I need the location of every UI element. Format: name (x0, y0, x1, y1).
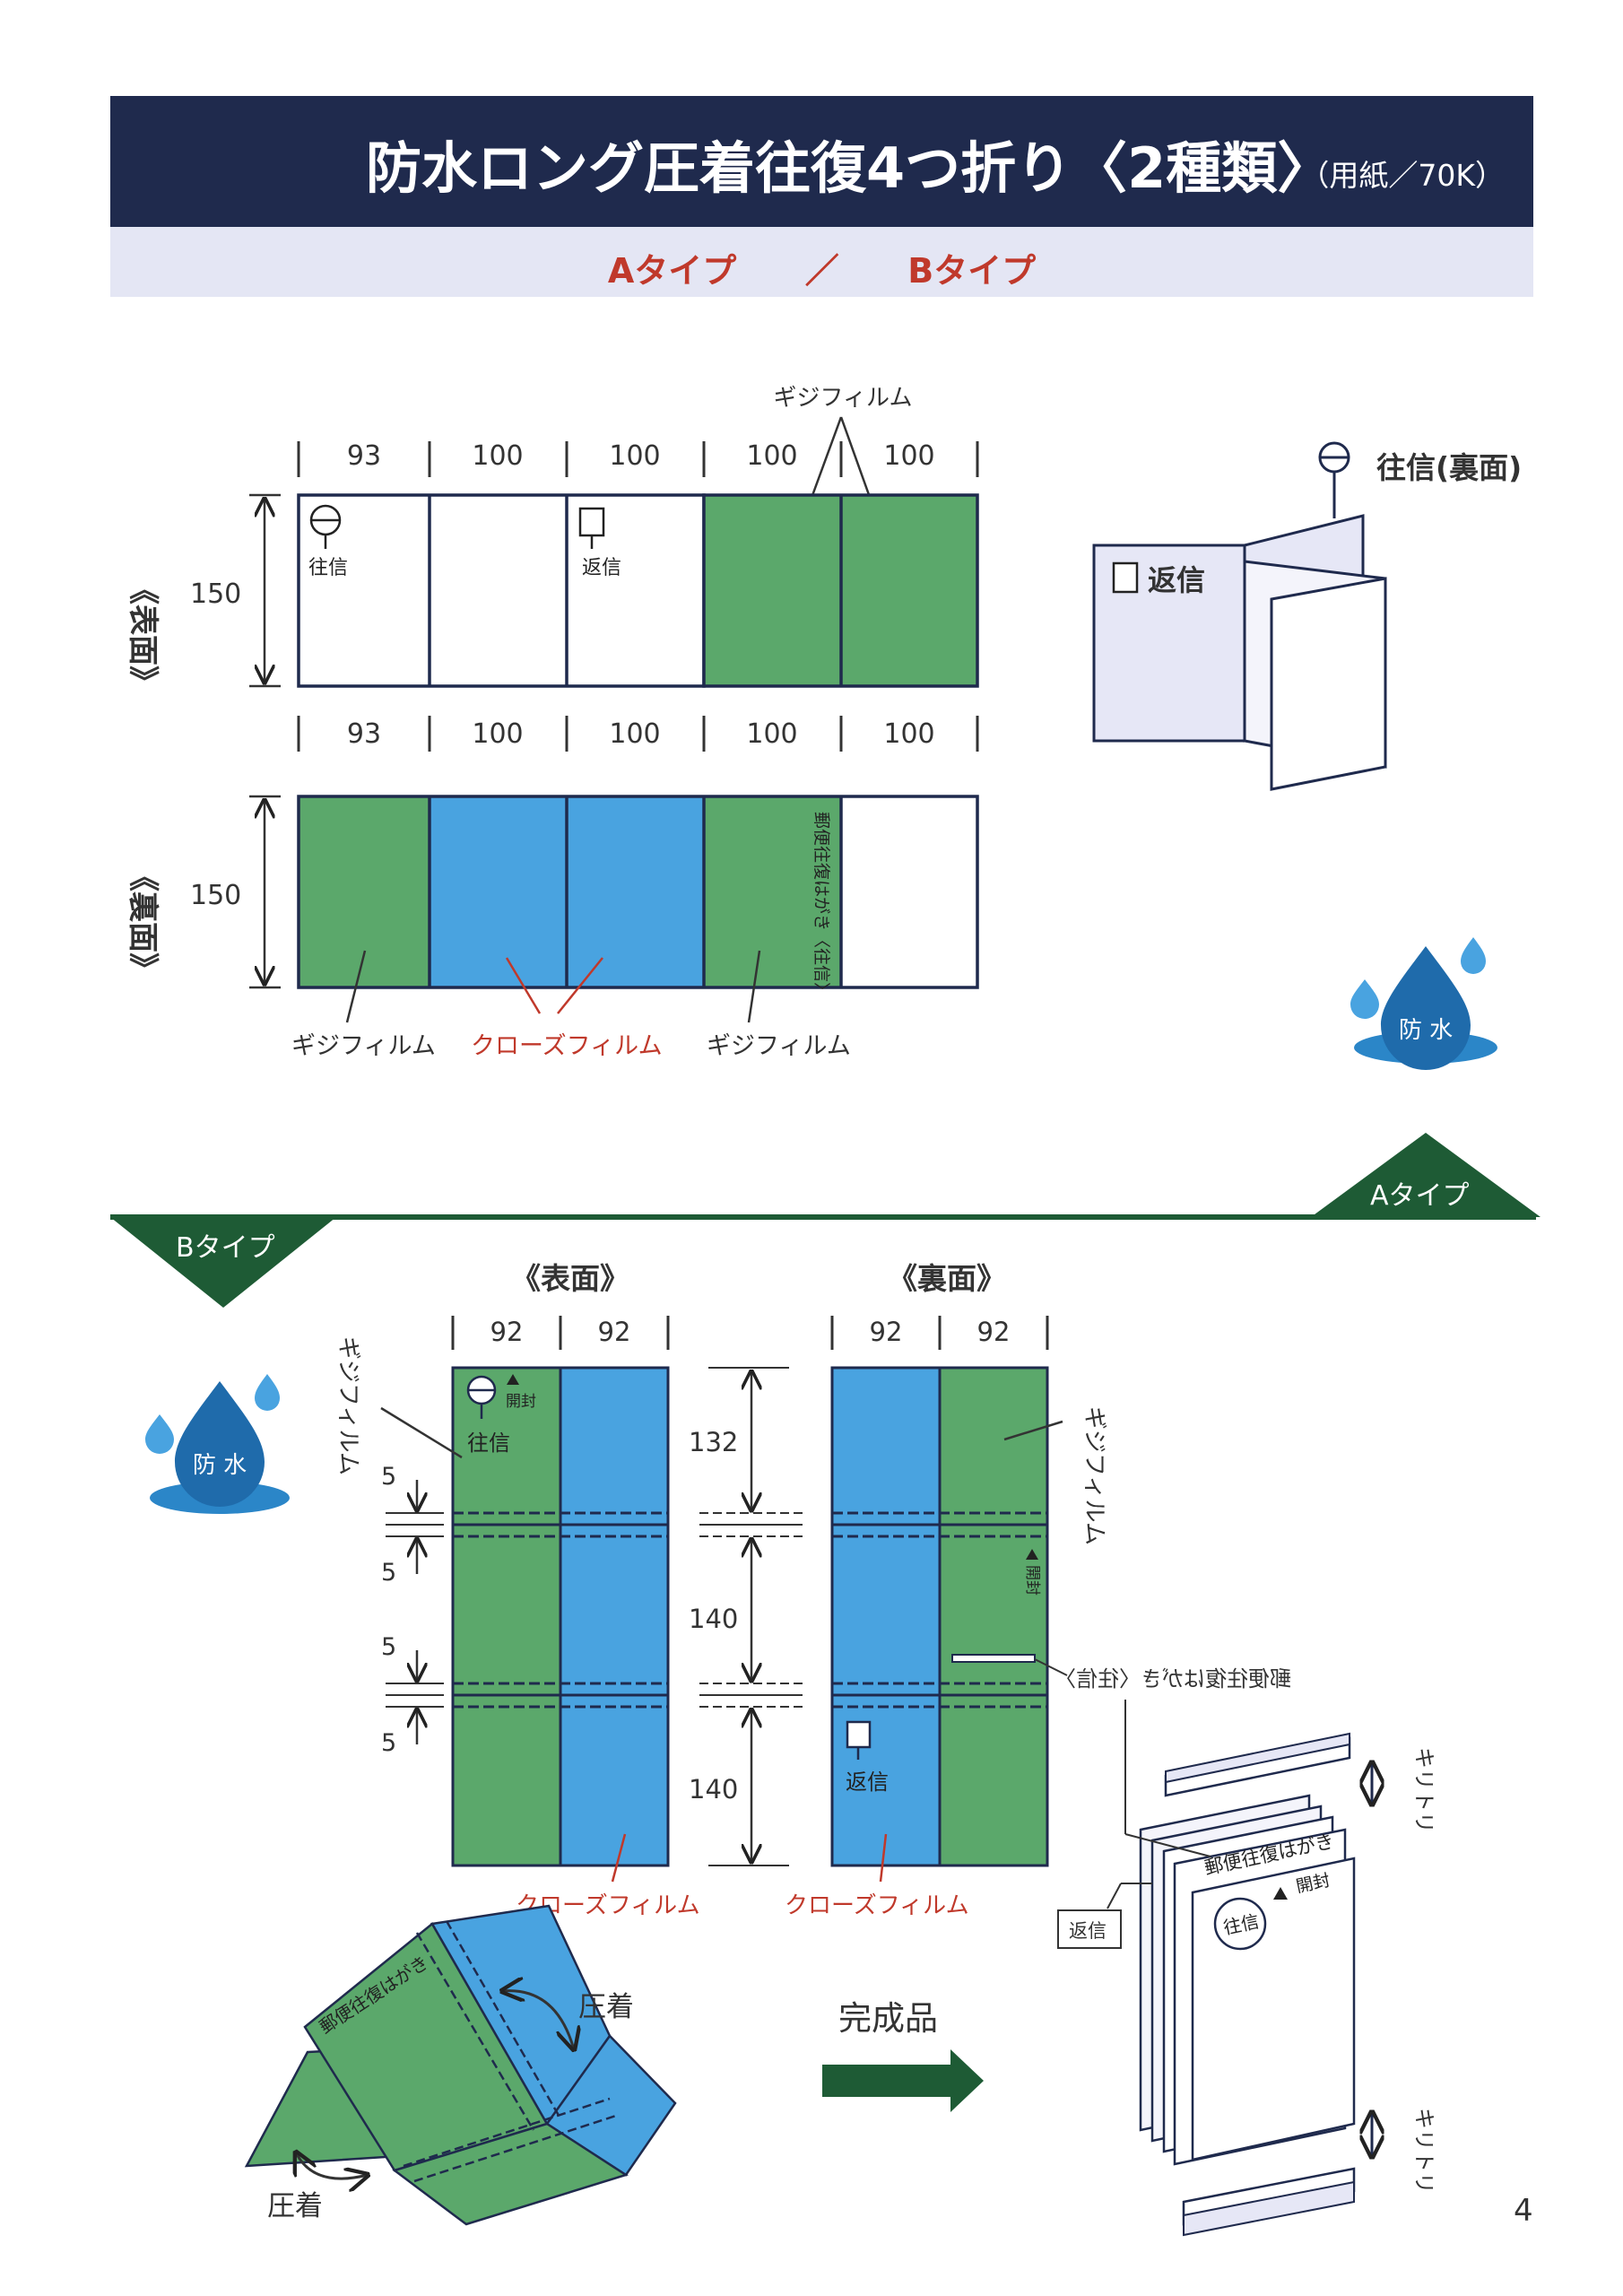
type-a-water-drop-icon: 防 水 (1350, 937, 1497, 1070)
dim-a-front-1: 93 (347, 440, 381, 472)
type-a-back-widths: 93 100 100 100 100 (297, 716, 979, 752)
svg-text:《表面》: 《表面》 (125, 574, 161, 696)
svg-text:圧着: 圧着 (578, 1991, 634, 2023)
finished-arrow: 完成品 (822, 1999, 984, 2112)
title-bar: 防水ロング圧着往復4つ折り〈2種類〉 （用紙／70K） (110, 96, 1533, 227)
type-b-back-card: 開封 返信 (830, 1366, 1049, 1867)
svg-text:5: 5 (381, 1729, 396, 1757)
svg-text:キリトリ: キリトリ (1411, 1747, 1436, 1833)
type-a-back-labels: ギジフィルム クローズフィルム ギジフィルム (291, 950, 851, 1060)
svg-text:《裏面》: 《裏面》 (125, 861, 161, 983)
dim-a-back-3: 100 (609, 718, 660, 750)
type-divider: Aタイプ Bタイプ (110, 1133, 1541, 1308)
ou-symbol-icon (309, 504, 342, 549)
dim-a-back-2: 100 (472, 718, 523, 750)
subtitle-type-b: Bタイプ (907, 251, 1037, 291)
type-b-giji-left: ギジフィルム (334, 1336, 463, 1475)
paper-spec: （用紙／70K） (1299, 158, 1505, 193)
svg-text:5: 5 (381, 1633, 396, 1661)
svg-text:92: 92 (977, 1317, 1011, 1347)
svg-text:5: 5 (381, 1559, 396, 1587)
type-b-front-label: 《表面》 (511, 1261, 629, 1296)
svg-text:クローズフィルム: クローズフィルム (785, 1892, 969, 1919)
svg-text:返信: 返信 (1069, 1920, 1107, 1942)
dim-a-front-2: 100 (472, 440, 523, 472)
type-b-back-widths: 92 92 (830, 1316, 1049, 1350)
dim-a-back-1: 93 (347, 718, 381, 750)
divider-type-a: Aタイプ (1370, 1180, 1470, 1212)
type-a-giji-right: ギジフィルム (707, 1032, 851, 1060)
subtitle-bar: Aタイプ ／ Bタイプ (110, 227, 1533, 297)
type-b-front-gap-dims: 5 5 5 5 (381, 1463, 444, 1757)
svg-text:5: 5 (381, 1463, 396, 1491)
type-b-front-card: 開封 往信 (451, 1366, 670, 1867)
svg-text:ギジフィルム: ギジフィルム (334, 1336, 361, 1475)
svg-text:150: 150 (190, 880, 241, 911)
page-title: 防水ロング圧着往復4つ折り〈2種類〉 (366, 135, 1333, 201)
svg-text:ギジフィルム: ギジフィルム (774, 385, 913, 412)
subtitle: Aタイプ ／ Bタイプ (110, 243, 1533, 292)
svg-text:140: 140 (689, 1774, 738, 1805)
divider-type-b: Bタイプ (176, 1232, 275, 1264)
type-a-ou-label: 往信 (308, 557, 348, 579)
subtitle-separator: ／ (804, 251, 839, 291)
type-b-back-label: 《裏面》 (888, 1261, 1006, 1296)
svg-text:完成品: 完成品 (838, 1999, 938, 2038)
hen-symbol-icon (578, 507, 605, 549)
svg-text:92: 92 (598, 1317, 631, 1347)
type-a-back-card: 郵便往復はがき〈往信〉 (297, 795, 979, 999)
svg-text:返信: 返信 (846, 1770, 889, 1795)
svg-text:開封: 開封 (506, 1393, 536, 1411)
svg-text:往信: 往信 (467, 1431, 510, 1456)
svg-text:132: 132 (689, 1427, 738, 1457)
type-a-hen-label: 返信 (582, 557, 621, 579)
type-a-giji-top: ギジフィルム (774, 385, 913, 528)
type-a-vertical-text: 郵便往復はがき〈往信〉 (812, 812, 831, 999)
type-a-front-height: 150 (190, 493, 281, 688)
type-a-front-card: 往信 返信 (297, 493, 979, 688)
type-a-close-label: クローズフィルム (471, 1032, 663, 1060)
type-b-mirror-label: 郵便往復はがき〈往信〉 (1034, 1658, 1291, 1692)
svg-text:防 水: 防 水 (1399, 1017, 1453, 1044)
dim-a-back-5: 100 (883, 718, 934, 750)
subtitle-type-a: Aタイプ (607, 251, 737, 291)
ill-hen-label: 返信 (1148, 563, 1205, 597)
svg-text:防 水: 防 水 (193, 1452, 247, 1479)
dim-a-front-4: 100 (746, 440, 797, 472)
type-a-back-label: 《裏面》 (125, 861, 161, 983)
kaifu-arrow-icon (507, 1374, 519, 1385)
svg-text:キリトリ: キリトリ (1411, 2108, 1436, 2194)
dim-a-back-4: 100 (746, 718, 797, 750)
svg-text:郵便往復はがき〈往信〉: 郵便往復はがき〈往信〉 (1055, 1666, 1291, 1692)
svg-text:圧着: 圧着 (267, 2190, 323, 2222)
svg-text:92: 92 (490, 1317, 524, 1347)
dim-a-front-3: 100 (609, 440, 660, 472)
type-a-giji-left: ギジフィルム (291, 1032, 436, 1060)
type-b-front-widths: 92 92 (451, 1316, 670, 1350)
type-a-front-label: 《表面》 (125, 574, 161, 696)
type-a-back-height: 150 (190, 795, 281, 989)
svg-text:140: 140 (689, 1604, 738, 1634)
type-b-finished-illustration: 郵便往復はがき 開封 往信 返信 キリトリ キリトリ (1057, 1700, 1436, 2237)
type-b-heights: 132 140 140 (689, 1367, 803, 1866)
type-b-fold-illustration: 郵便往復はがき 圧着 圧着 (244, 1904, 677, 2226)
svg-text:開封: 開封 (1023, 1565, 1041, 1596)
svg-text:150: 150 (190, 578, 241, 610)
type-b-giji-right: ギジフィルム (1003, 1406, 1107, 1545)
type-a-front-widths: 93 100 100 100 100 (297, 440, 979, 477)
type-a-illustration: 往信(裏面) 返信 (1092, 441, 1522, 791)
dim-a-front-5: 100 (883, 440, 934, 472)
svg-text:ギジフィルム: ギジフィルム (1081, 1406, 1107, 1545)
b-hen-symbol-icon (846, 1720, 872, 1749)
ill-ou-ura-label: 往信(裏面) (1376, 450, 1522, 485)
svg-text:92: 92 (870, 1317, 903, 1347)
page-number: 4 (1514, 2193, 1533, 2229)
type-b-water-drop-icon: 防 水 (145, 1374, 290, 1514)
